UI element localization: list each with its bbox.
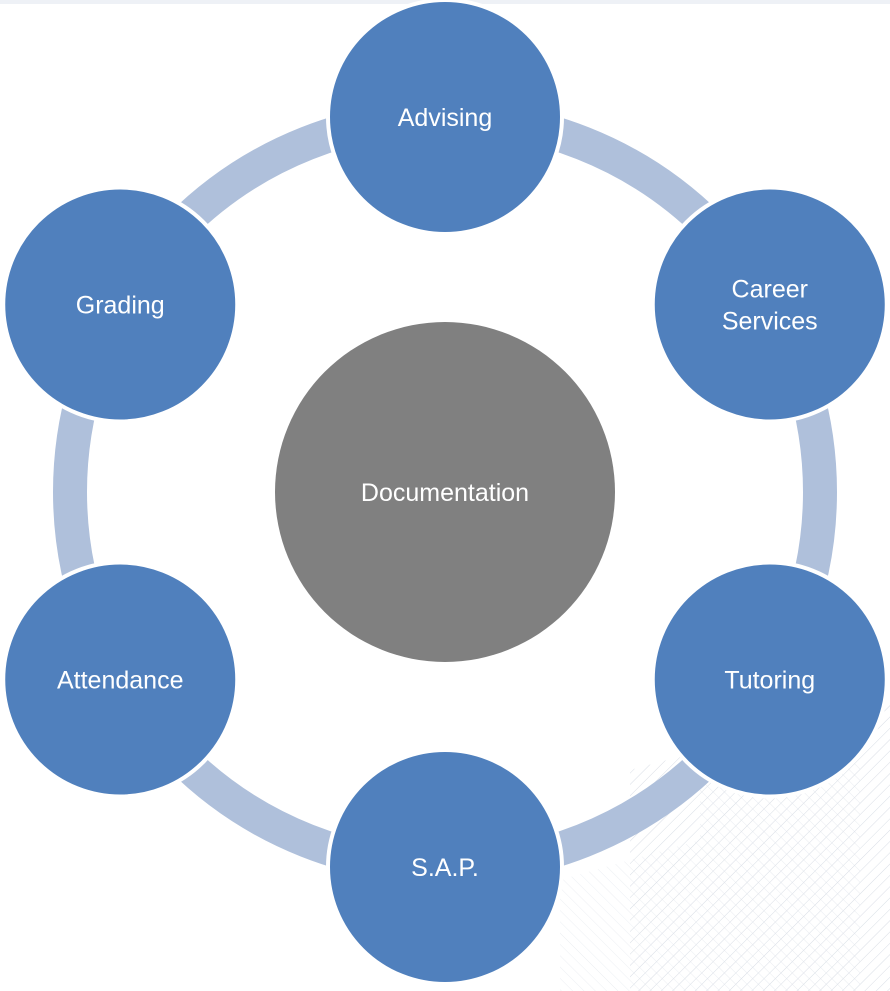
node-label-tutoring: Tutoring — [724, 667, 815, 695]
center-node: Documentation — [275, 322, 615, 662]
node-attendance: Attendance — [1, 560, 240, 799]
node-circle-grading — [1, 185, 240, 424]
node-grading: Grading — [1, 185, 240, 424]
center-label: Documentation — [361, 479, 529, 507]
node-advising: Advising — [326, 0, 564, 236]
node-sap: S.A.P. — [326, 748, 564, 986]
node-label-sap: S.A.P. — [411, 854, 479, 882]
node-label-attendance: Attendance — [57, 667, 184, 695]
node-tutoring: Tutoring — [650, 560, 889, 799]
node-circle-attendance — [1, 560, 240, 799]
node-label-grading: Grading — [76, 292, 165, 320]
node-circle-sap — [326, 748, 564, 986]
node-circle-tutoring — [650, 560, 889, 799]
center-circle — [275, 322, 615, 662]
node-label-advising: Advising — [398, 104, 493, 132]
node-circle-advising — [326, 0, 564, 236]
node-circle-career-services — [650, 185, 889, 424]
